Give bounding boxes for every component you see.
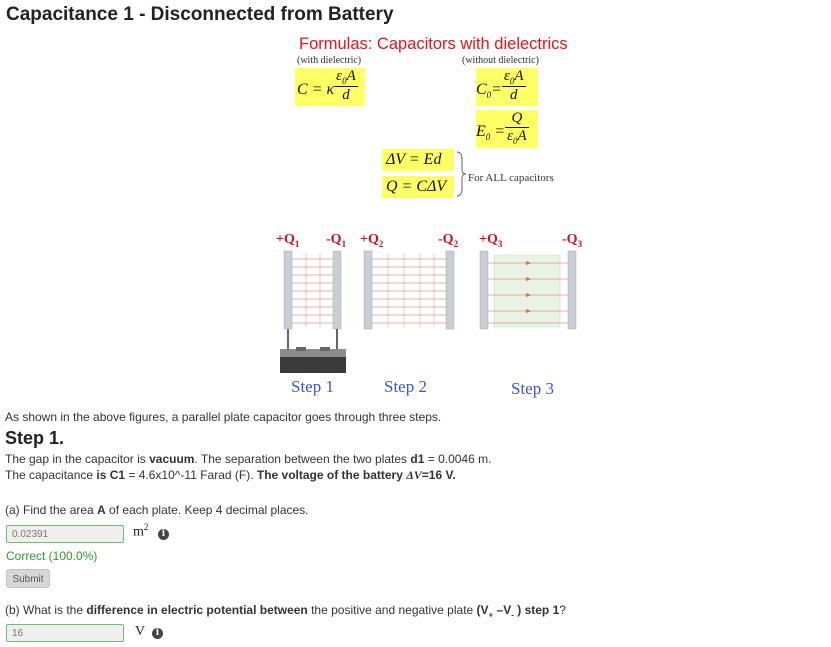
charge-label-4: -Q2 (438, 232, 459, 249)
step-1-line-1: The gap in the capacitor is vacuum. The … (5, 452, 492, 466)
charge-label-2: -Q1 (326, 232, 347, 249)
info-icon[interactable]: i (158, 529, 169, 540)
for-all-label: For ALL capacitors (468, 172, 554, 184)
area-answer-field[interactable]: 0.02391 (6, 525, 124, 543)
step-label-1: Step 1 (291, 377, 334, 396)
intro-text: As shown in the above figures, a paralle… (5, 410, 442, 424)
brace-icon (456, 151, 467, 197)
step-label-3: Step 3 (511, 379, 554, 398)
capacitor-step-2 (363, 250, 455, 330)
info-icon[interactable]: i (152, 628, 163, 639)
question-b-prompt: (b) What is the difference in electric p… (5, 603, 566, 620)
charge-label-5: +Q3 (479, 232, 503, 249)
potential-difference-field[interactable]: 16 (6, 624, 124, 642)
charge-label-1: +Q1 (276, 232, 300, 249)
charge-label-3: +Q2 (360, 232, 384, 249)
page-title: Capacitance 1 - Disconnected from Batter… (6, 4, 394, 25)
step-1-heading: Step 1. (5, 428, 65, 448)
step-label-2: Step 2 (384, 377, 427, 396)
capacitor-diagram (280, 250, 577, 373)
step-1-line-2: The capacitance is C1 = 4.6x10^-11 Farad… (5, 468, 456, 482)
without-dielectric-label: (without dielectric) (462, 55, 539, 66)
question-a-prompt: (a) Find the area A of each plate. Keep … (5, 503, 309, 517)
capacitor-step-1 (280, 250, 346, 373)
charge-label-6: -Q3 (562, 232, 583, 249)
capacitor-step-3 (479, 250, 577, 330)
with-dielectric-label: (with dielectric) (297, 55, 362, 66)
voltage-unit: V (135, 624, 146, 639)
status-correct: Correct (100.0%) (6, 549, 98, 563)
area-unit: m2 (133, 522, 149, 540)
formula-voltage: ΔV = Ed (382, 149, 454, 171)
formula-charge: Q = CΔV (382, 176, 454, 198)
formulas-title: Formulas: Capacitors with dielectrics (299, 35, 568, 53)
submit-button[interactable]: Submit (6, 569, 50, 588)
